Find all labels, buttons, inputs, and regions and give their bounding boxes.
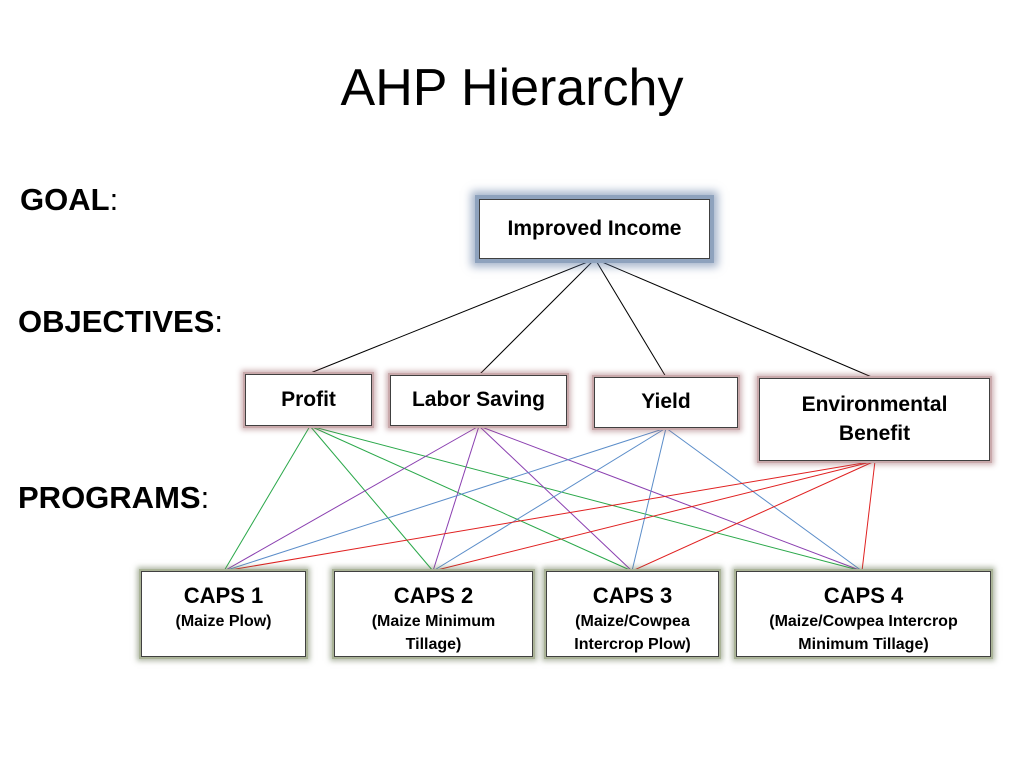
program-node-caps-3: CAPS 3 (Maize/Cowpea Intercrop Plow) [546, 571, 719, 657]
program-description: (Maize Plow) [175, 613, 272, 631]
page-title: AHP Hierarchy [340, 59, 684, 117]
program-name: CAPS 3 [592, 583, 673, 608]
program-name: CAPS 2 [393, 583, 474, 608]
level-label-programs: PROGRAMS: [18, 480, 210, 515]
program-description: (Maize/Cowpea Intercrop Minimum Tillage) [769, 613, 958, 653]
profit-to-caps-4-link [309, 425, 863, 572]
labor-saving-to-caps-4-link [478, 425, 863, 572]
environmental-benefit-to-caps-1-link [223, 460, 876, 572]
objective-label: Yield [641, 390, 691, 414]
environmental-benefit-to-caps-4-link [861, 460, 876, 572]
program-name: CAPS 1 [183, 583, 264, 608]
goal-to-labor-saving-link [478, 258, 596, 376]
level-label-goal: GOAL: [20, 182, 119, 217]
objective-node-labor-saving: Labor Saving [390, 375, 567, 426]
goal-node: Improved Income [479, 199, 710, 259]
goal-node-label: Improved Income [507, 217, 682, 240]
objective-label: Labor Saving [411, 388, 546, 412]
program-description: (Maize Minimum Tillage) [371, 613, 496, 653]
objective-node-environmental-benefit: Environmental Benefit [759, 378, 990, 461]
yield-to-caps-4-link [665, 427, 863, 572]
labor-saving-to-caps-3-link [478, 425, 633, 572]
profit-to-caps-2-link [309, 425, 434, 572]
program-description: (Maize/Cowpea Intercrop Plow) [574, 613, 691, 653]
labor-saving-to-caps-2-link [432, 425, 480, 572]
profit-to-caps-3-link [309, 425, 633, 572]
profit-to-caps-1-link [223, 425, 311, 572]
program-node-caps-4: CAPS 4 (Maize/Cowpea Intercrop Minimum T… [736, 571, 991, 657]
environmental-benefit-to-caps-3-link [631, 460, 876, 572]
goal-to-yield-link [594, 258, 667, 378]
goal-to-profit-link [307, 258, 596, 375]
level-label-objectives: OBJECTIVES: [18, 304, 224, 339]
objective-label: Environmental Benefit [801, 393, 948, 445]
objective-node-profit: Profit [245, 374, 372, 426]
labor-saving-to-caps-1-link [223, 425, 480, 572]
objective-label: Profit [281, 387, 336, 411]
program-node-caps-2: CAPS 2 (Maize Minimum Tillage) [334, 571, 533, 657]
program-name: CAPS 4 [823, 583, 904, 608]
goal-to-environmental-benefit-link [594, 258, 875, 379]
yield-to-caps-2-link [432, 427, 667, 572]
yield-to-caps-1-link [223, 427, 667, 572]
objective-node-yield: Yield [594, 377, 738, 428]
program-node-caps-1: CAPS 1 (Maize Plow) [141, 571, 306, 657]
environmental-benefit-to-caps-2-link [432, 460, 876, 572]
